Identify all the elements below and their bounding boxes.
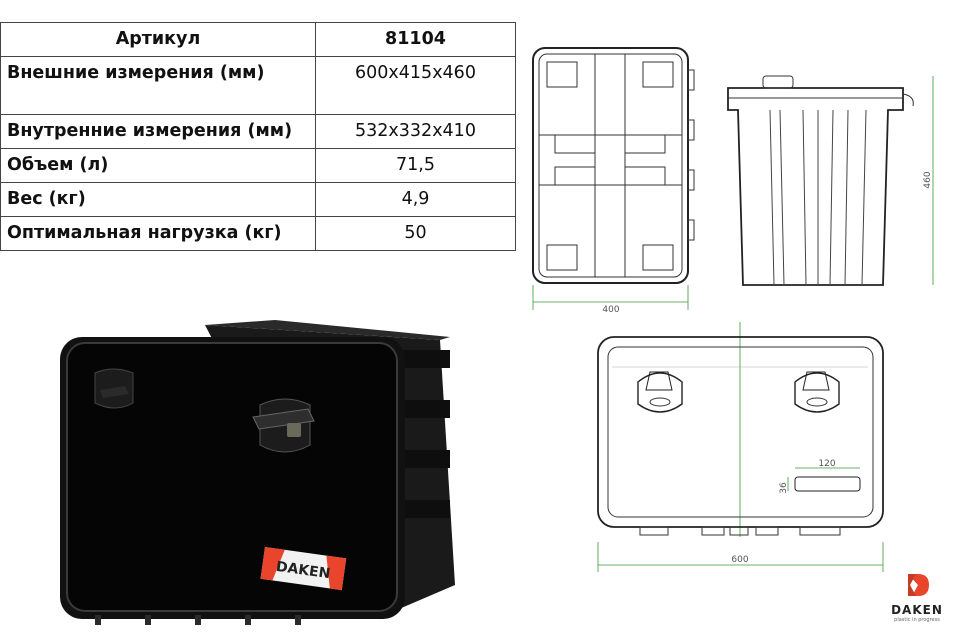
spec-label: Внутренние измерения (мм) bbox=[0, 114, 316, 149]
brand-tagline: plastic in progress bbox=[894, 617, 940, 623]
daken-logo-icon bbox=[908, 574, 929, 596]
left-latch-icon bbox=[637, 371, 683, 413]
product-photo: DAKEN bbox=[60, 320, 455, 625]
spec-value: 532x332x410 bbox=[315, 114, 516, 149]
spec-label: Объем (л) bbox=[0, 148, 316, 183]
spec-value: 600x415x460 bbox=[315, 56, 516, 115]
spec-value: 71,5 bbox=[315, 148, 516, 183]
spec-label: Оптимальная нагрузка (кг) bbox=[0, 216, 316, 251]
spec-value: 50 bbox=[315, 216, 516, 251]
front-view-width-label: 600 bbox=[731, 555, 748, 565]
spec-row: Внутренние измерения (мм) 532x332x410 bbox=[0, 114, 516, 149]
label-plate bbox=[794, 476, 861, 492]
label-plate-height-label: 36 bbox=[779, 482, 789, 494]
side-view-drawing: 460 bbox=[727, 75, 934, 286]
spec-value: 4,9 bbox=[315, 182, 516, 217]
top-view-width-label: 400 bbox=[602, 305, 619, 315]
spec-row: Вес (кг) 4,9 bbox=[0, 182, 516, 217]
spec-row: Оптимальная нагрузка (кг) 50 bbox=[0, 216, 516, 251]
spec-header-label: Артикул bbox=[0, 22, 316, 57]
spec-table: Артикул 81104 Внешние измерения (мм) 600… bbox=[0, 22, 516, 251]
front-view-drawing: 120 36 600 bbox=[597, 322, 884, 572]
spec-header-row: Артикул 81104 bbox=[0, 22, 516, 57]
spec-label: Вес (кг) bbox=[0, 182, 316, 217]
label-plate-width-label: 120 bbox=[818, 459, 835, 469]
top-view-drawing: 400 bbox=[532, 47, 695, 315]
brand-logo: DAKEN plastic in progress bbox=[884, 570, 950, 624]
brand-name: DAKEN bbox=[891, 603, 943, 617]
right-latch-icon bbox=[794, 371, 840, 413]
spec-label: Внешние измерения (мм) bbox=[0, 56, 316, 115]
badge-text: DAKEN bbox=[275, 559, 331, 582]
side-view-height-label: 460 bbox=[923, 171, 933, 188]
daken-badge: DAKEN bbox=[260, 547, 347, 591]
spec-row: Внешние измерения (мм) 600x415x460 bbox=[0, 56, 516, 115]
spec-header-value: 81104 bbox=[315, 22, 516, 57]
spec-row: Объем (л) 71,5 bbox=[0, 148, 516, 183]
